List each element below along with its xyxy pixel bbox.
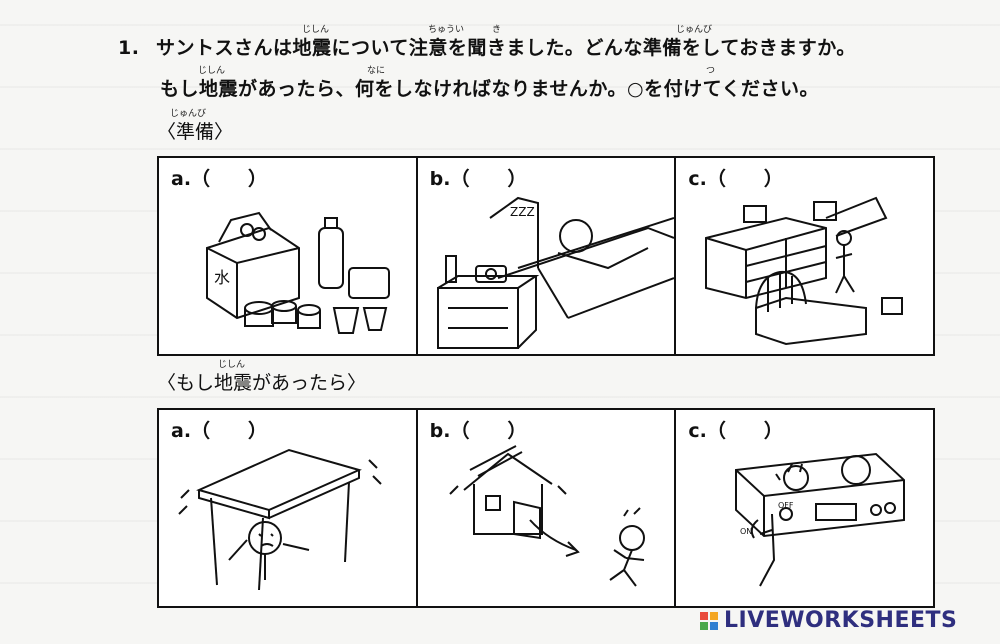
question-line-1: 1. サントスさんは地震について注意を聞きました。どんな準備をしておきますか。 [118,33,856,60]
preparation-option-c[interactable]: c.（ ） [676,158,933,354]
turn-off-stove-icon: OFF ON [735,452,906,587]
preparation-option-a[interactable]: a.（ ） 水 [159,158,418,354]
option-label: a.（ ） [171,168,268,190]
section-title-if-earthquake: 〈もし地震があったら〉 [157,372,367,394]
ruby-ki: き [492,25,502,35]
option-label: b.（ ） [429,420,527,442]
ruby-section-2: じしん [218,360,246,370]
section-title-preparation: 〈準備〉 [157,121,234,143]
svg-text:OFF: OFF [778,501,794,510]
under-table-icon [178,448,382,591]
question-text-2: もし地震があったら、何をしなければなりませんか。○を付けてください。 [160,78,820,100]
svg-text:ON: ON [740,527,752,536]
ruby-junbi: じゅんび [676,25,713,35]
preparation-option-b[interactable]: b.（ ） ZZZ [418,158,677,354]
ruby-jishin-2: じしん [198,66,226,76]
water-supplies-icon: 水 [206,211,390,334]
svg-text:水: 水 [214,268,230,287]
svg-text:ZZZ: ZZZ [510,205,535,219]
liveworksheets-watermark: LIVEWORKSHEETS [700,608,957,633]
option-label: a.（ ） [171,420,268,442]
ruby-chuui: ちゅうい [428,25,465,35]
bedroom-furniture-icon [705,196,904,346]
question-number: 1. [118,37,140,59]
liveworksheets-logo-icon [700,611,718,630]
ruby-nani: なに [367,66,386,76]
ruby-section-1: じゅんび [170,109,207,119]
option-label: c.（ ） [688,420,783,442]
run-outside-icon [448,445,645,587]
question-text-1: サントスさんは地震について注意を聞きました。どんな準備をしておきますか。 [156,37,856,59]
earthquake-option-c[interactable]: c.（ ） OFF ON [676,410,933,606]
option-label: c.（ ） [688,168,783,190]
ruby-tsu: つ [706,66,716,76]
sleeping-person-icon: ZZZ [436,196,674,349]
option-label: b.（ ） [429,168,527,190]
preparation-grid: a.（ ） 水 [157,156,935,356]
earthquake-option-b[interactable]: b.（ ） [418,410,677,606]
earthquake-action-grid: a.（ ） b.（ ） [157,408,935,608]
earthquake-option-a[interactable]: a.（ ） [159,410,418,606]
brand-text: LIVEWORKSHEETS [724,608,958,633]
ruby-jishin-1: じしん [302,25,330,35]
question-line-2: もし地震があったら、何をしなければなりませんか。○を付けてください。 [160,74,819,101]
